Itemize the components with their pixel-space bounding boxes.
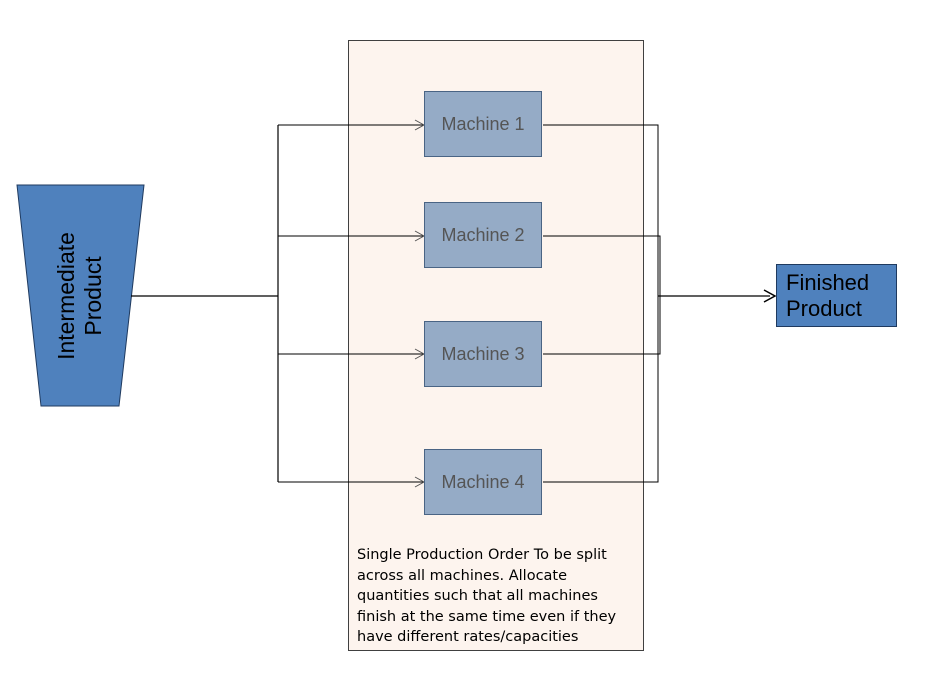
output-arrowhead: [763, 289, 777, 303]
intermediate-line-2: Product: [80, 256, 106, 336]
machine-2-box: Machine 2: [424, 202, 542, 268]
machine-3-label: Machine 3: [441, 343, 525, 364]
machine-1-box: Machine 1: [424, 91, 542, 157]
machine-4-label: Machine 4: [441, 471, 525, 492]
output-branches: [543, 124, 661, 483]
finished-product-box: Finished Product: [776, 264, 897, 327]
out-3: [543, 296, 661, 355]
out-4: [543, 296, 659, 483]
finished-line-2: Product: [786, 296, 862, 321]
out-1: [543, 124, 659, 296]
intermediate-line-1: Intermediate: [53, 232, 79, 360]
finished-line-1: Finished: [786, 270, 870, 295]
machine-4-box: Machine 4: [424, 449, 542, 515]
production-order-note: Single Production Order To be split acro…: [357, 547, 617, 645]
intermediate-product-label: Intermediate Product: [53, 232, 107, 360]
out-2: [543, 235, 661, 296]
intermediate-product-shape: [16, 184, 145, 407]
machine-1-label: Machine 1: [441, 113, 525, 134]
machine-2-label: Machine 2: [441, 224, 525, 245]
input-branches: [278, 124, 424, 483]
machine-3-box: Machine 3: [424, 321, 542, 387]
branch-arrowheads: [414, 119, 426, 488]
